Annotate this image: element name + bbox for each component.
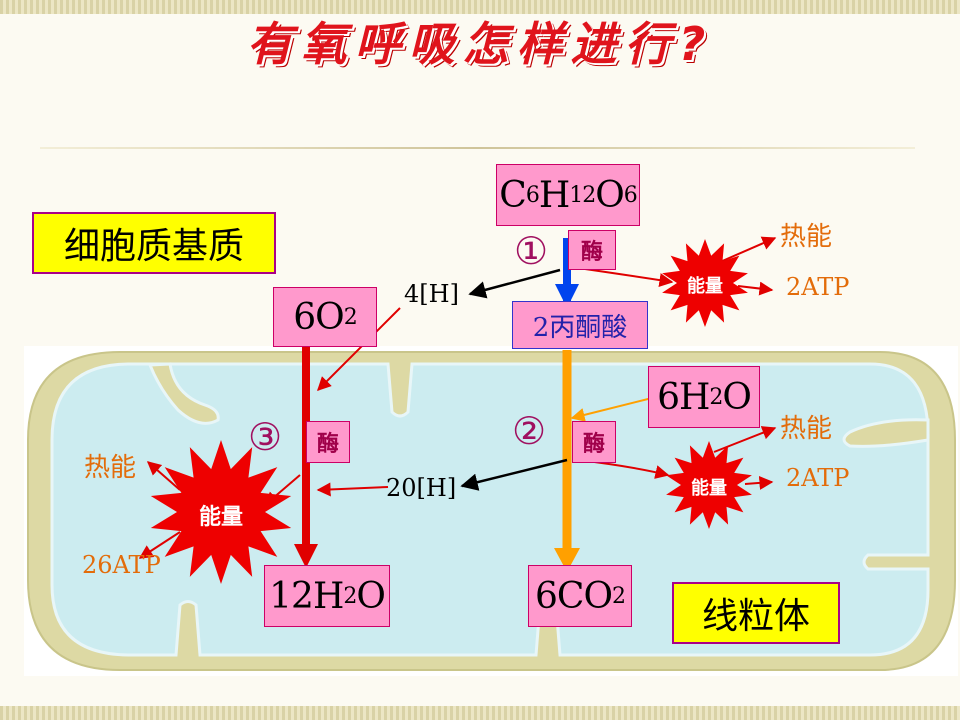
arrow-20h-to-stage3: [316, 482, 389, 497]
energy-burst-1: [662, 239, 748, 327]
energy-text-2: 能量: [691, 478, 727, 499]
title-divider: [40, 147, 915, 149]
step-2-marker: ②: [512, 409, 547, 453]
heat-label-2: 热能: [780, 414, 833, 444]
step-3-marker: ③: [248, 415, 283, 459]
oxphos-arrowhead: [294, 544, 318, 568]
arrow-water-in: [570, 397, 653, 422]
top-border-stripe: [0, 0, 960, 14]
atp-label-1: 2ATP: [786, 273, 850, 301]
step-1-marker: ①: [514, 229, 549, 273]
hydrogen-4h: 4[H]: [404, 280, 459, 308]
arrow-to-20h: [460, 458, 568, 491]
slide-title: 有氧呼吸怎样进行?: [246, 17, 714, 71]
arrow-heat-3: [146, 461, 181, 491]
hydrogen-20h: 20[H]: [386, 474, 457, 502]
enzyme-stage3: 酶: [306, 421, 350, 463]
crista-left: [147, 362, 220, 425]
arrow-heat-1: [719, 236, 777, 263]
cytoplasm-label: 细胞质基质: [32, 212, 276, 274]
arrow-heat-2: [713, 426, 777, 453]
crista-right: [842, 418, 930, 448]
arrow-atp-1: [737, 281, 774, 296]
arrow-atp-2: [744, 475, 774, 490]
glycolysis-arrowhead: [555, 284, 579, 308]
enzyme-stage2: 酶: [572, 421, 616, 463]
atp-label-3: 26ATP: [82, 551, 161, 579]
energy-text-3: 能量: [198, 505, 243, 530]
energy-burst-3: [150, 440, 292, 584]
heat-label-1: 热能: [780, 222, 833, 252]
citric-cycle-arrowhead: [554, 548, 580, 572]
arrow-to-4h: [468, 268, 561, 299]
heat-label-3: 热能: [84, 453, 137, 483]
enzyme-stage1: 酶: [568, 230, 616, 270]
energy-burst-2: [666, 441, 752, 529]
bottom-border-stripe: [0, 706, 960, 720]
arrow-4h-to-stage3: [317, 307, 401, 391]
arrow-stage1-energy: [577, 267, 674, 288]
atp-label-2: 2ATP: [786, 464, 850, 492]
pyruvate-box: 2丙酮酸: [512, 301, 648, 349]
energy-text-1: 能量: [687, 276, 723, 297]
arrow-atp-3: [138, 531, 181, 559]
mitochondrion-label: 线粒体: [672, 582, 840, 644]
